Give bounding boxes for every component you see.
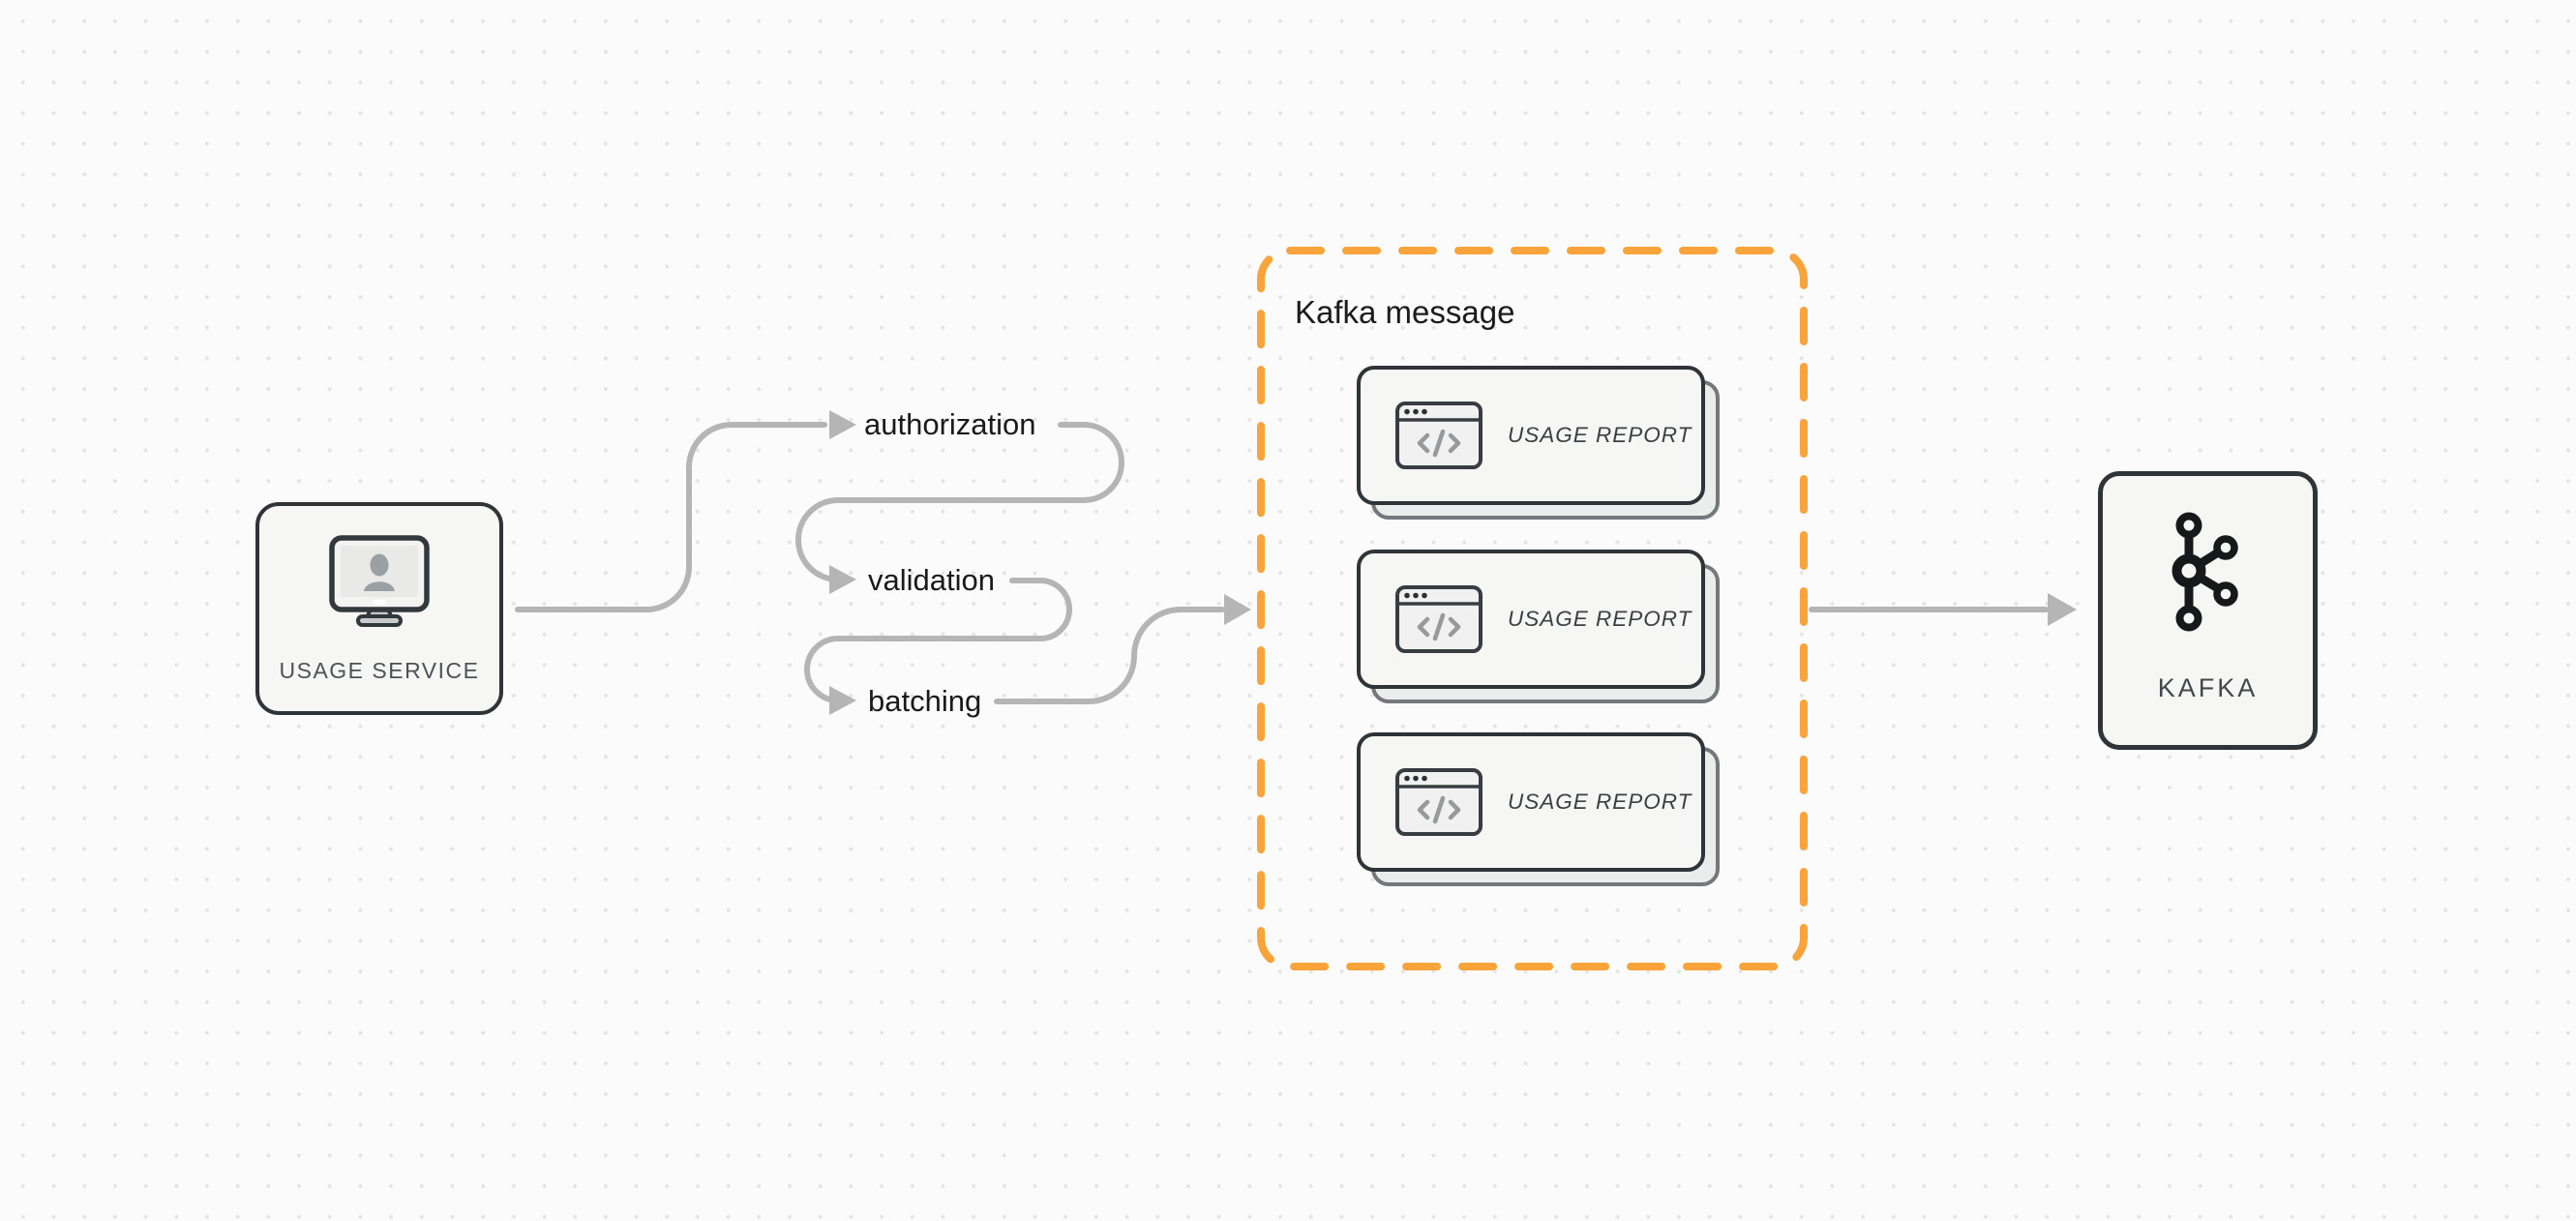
kafka-logo-icon (2172, 512, 2238, 632)
arrow-head-authorization (829, 410, 856, 439)
arrow-head-validation (829, 565, 856, 594)
arrow-head-batching (829, 686, 856, 715)
usage-report-label: USAGE REPORT (1508, 789, 1692, 814)
connector-service-to-authorization (515, 422, 827, 612)
step-label-batching: batching (868, 684, 982, 718)
arrow-head-group (1224, 594, 1251, 625)
connector-authorization-to-validation (794, 422, 1125, 582)
kafka-message-group-border (1257, 247, 1808, 970)
step-label-validation: validation (868, 563, 995, 597)
code-window-icon (1395, 768, 1483, 836)
monitor-user-icon (329, 535, 430, 627)
kafka-message-group-title: Kafka message (1295, 294, 1515, 330)
code-window-icon (1395, 402, 1483, 469)
kafka-label: KAFKA (2157, 673, 2259, 702)
usage-service-label: USAGE SERVICE (279, 658, 480, 683)
usage-report-label: USAGE REPORT (1508, 423, 1692, 447)
arrow-head-kafka (2048, 593, 2077, 626)
code-window-icon (1395, 585, 1483, 653)
step-label-authorization: authorization (864, 407, 1036, 441)
usage-report-card: USAGE REPORT (1357, 366, 1720, 520)
usage-service-node: USAGE SERVICE (255, 502, 503, 715)
usage-report-label: USAGE REPORT (1508, 607, 1692, 631)
kafka-node: KAFKA (2098, 471, 2318, 750)
connector-batching-to-group (994, 607, 1225, 704)
usage-report-card: USAGE REPORT (1357, 550, 1720, 703)
connector-validation-to-batching (803, 578, 1073, 703)
usage-report-card: USAGE REPORT (1357, 732, 1720, 886)
